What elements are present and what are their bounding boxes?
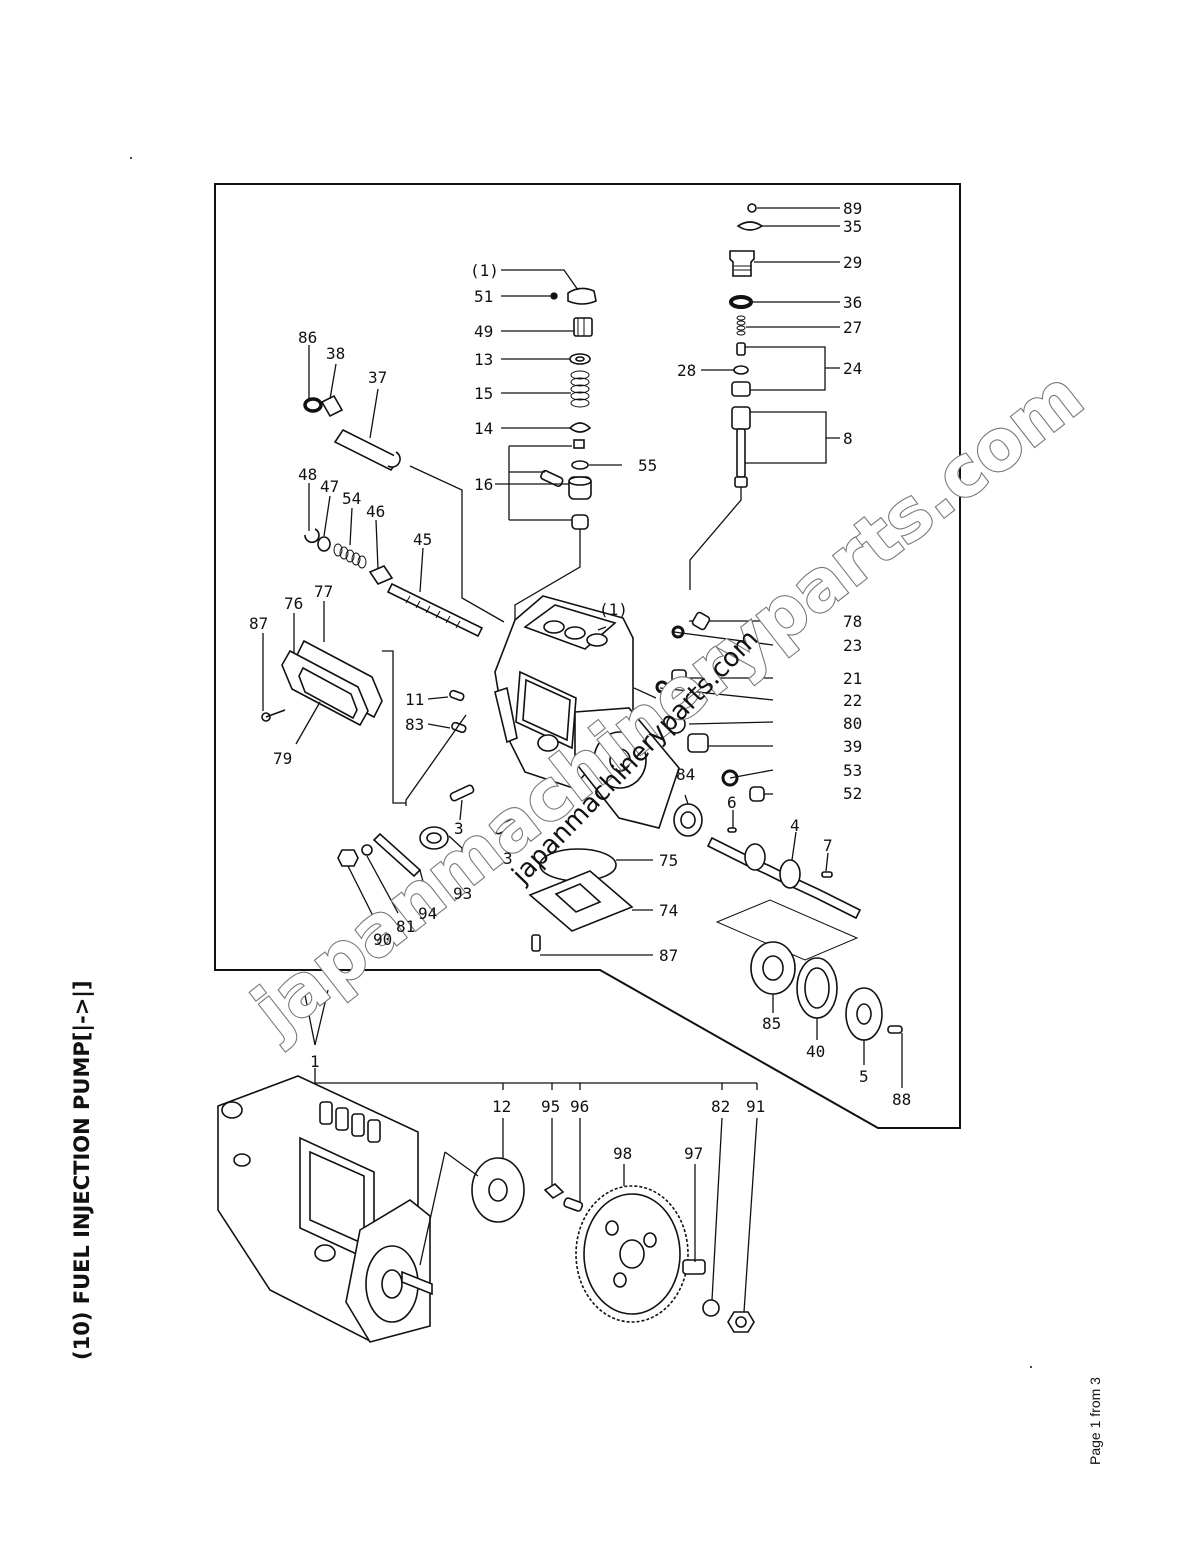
label-86: 86 — [298, 328, 317, 347]
label-48: 48 — [298, 465, 317, 484]
label-75: 75 — [659, 851, 678, 870]
governor-parts — [303, 394, 484, 638]
lower-small-parts — [337, 784, 634, 952]
label-11: 11 — [405, 690, 424, 709]
label-93: 93 — [453, 884, 472, 903]
camshaft-group — [673, 803, 903, 1041]
label-97: 97 — [684, 1144, 703, 1163]
cover-leaders — [262, 601, 406, 804]
nozzle-holder-stack — [729, 203, 764, 488]
label-74: 74 — [659, 901, 678, 920]
label-52: 52 — [843, 784, 862, 803]
label-3-b: 3 — [503, 849, 513, 868]
drive-gear-parts — [471, 1157, 755, 1333]
label-12: 12 — [492, 1097, 511, 1116]
label-35: 35 — [843, 217, 862, 236]
label-76: 76 — [284, 594, 303, 613]
label-79: 79 — [273, 749, 292, 768]
label-39: 39 — [843, 737, 862, 756]
speck — [1030, 1366, 1032, 1368]
part-labels: (1) 51 49 13 15 14 16 55 89 35 29 36 27 … — [249, 199, 911, 1163]
label-82: 82 — [711, 1097, 730, 1116]
label-23: 23 — [843, 636, 862, 655]
label-13: 13 — [474, 350, 493, 369]
label-90: 90 — [373, 930, 392, 949]
label-1-top: (1) — [470, 261, 499, 280]
label-4: 4 — [790, 816, 800, 835]
label-88: 88 — [892, 1090, 911, 1109]
label-24: 24 — [843, 359, 862, 378]
top-stack-leaders — [495, 269, 622, 640]
label-85: 85 — [762, 1014, 781, 1033]
label-51: 51 — [474, 287, 493, 306]
label-87-a: 87 — [249, 614, 268, 633]
label-91: 91 — [746, 1097, 765, 1116]
label-54: 54 — [342, 489, 361, 508]
label-14: 14 — [474, 419, 493, 438]
label-40: 40 — [806, 1042, 825, 1061]
label-84: 84 — [676, 765, 695, 784]
label-78: 78 — [843, 612, 862, 631]
label-87-b: 87 — [659, 946, 678, 965]
label-6: 6 — [727, 793, 737, 812]
governor-leaders — [308, 345, 505, 623]
delivery-valve-stack — [540, 287, 597, 530]
label-3-a: 3 — [454, 819, 464, 838]
camshaft-leaders — [684, 794, 903, 1088]
label-15: 15 — [474, 384, 493, 403]
speck — [130, 157, 132, 159]
label-28: 28 — [677, 361, 696, 380]
label-38: 38 — [326, 344, 345, 363]
label-49: 49 — [474, 322, 493, 341]
label-7: 7 — [823, 836, 833, 855]
cover-plate — [261, 639, 383, 727]
assembly-callout — [303, 989, 758, 1108]
label-55: 55 — [638, 456, 657, 475]
label-29: 29 — [843, 253, 862, 272]
label-80: 80 — [843, 714, 862, 733]
label-98: 98 — [613, 1144, 632, 1163]
label-36: 36 — [843, 293, 862, 312]
label-8: 8 — [843, 429, 853, 448]
label-21: 21 — [843, 669, 862, 688]
label-47: 47 — [320, 477, 339, 496]
label-1-mid: (1) — [599, 600, 628, 619]
label-94: 94 — [418, 904, 437, 923]
pump-housing — [494, 595, 680, 829]
lower-leaders — [347, 714, 653, 956]
label-37: 37 — [368, 368, 387, 387]
bottom-leaders — [419, 1117, 758, 1313]
label-16: 16 — [474, 475, 493, 494]
label-46: 46 — [366, 502, 385, 521]
label-1-assembly: 1 — [310, 1052, 320, 1071]
label-77: 77 — [314, 582, 333, 601]
label-45: 45 — [413, 530, 432, 549]
label-27: 27 — [843, 318, 862, 337]
label-83: 83 — [405, 715, 424, 734]
label-96: 96 — [570, 1097, 589, 1116]
label-53: 53 — [843, 761, 862, 780]
top-right-leaders — [689, 207, 840, 590]
label-5: 5 — [859, 1067, 869, 1086]
label-89: 89 — [843, 199, 862, 218]
label-95: 95 — [541, 1097, 560, 1116]
detail-frame — [214, 183, 961, 1129]
label-22: 22 — [843, 691, 862, 710]
label-81: 81 — [396, 917, 415, 936]
pump-assembly — [217, 1075, 433, 1343]
